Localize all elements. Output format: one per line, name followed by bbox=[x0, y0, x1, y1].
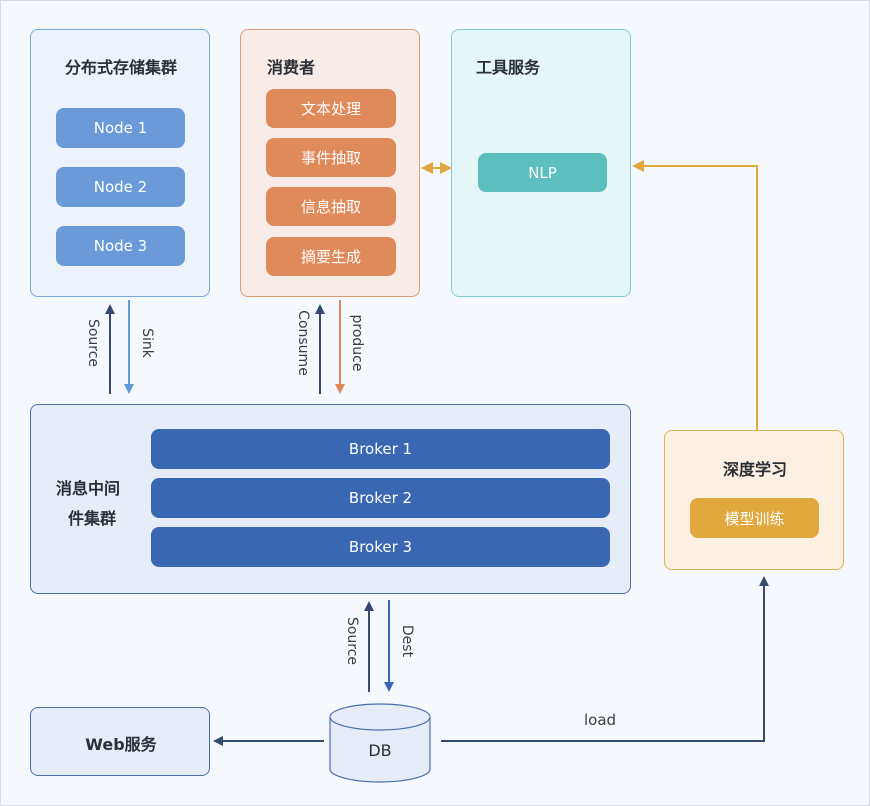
web-service-title: Web服务 bbox=[85, 735, 157, 754]
db-label: DB bbox=[368, 741, 392, 760]
storage-node: Node 1 bbox=[56, 108, 185, 148]
deep-learning-box: 深度学习 模型训练 bbox=[664, 430, 844, 570]
consumer-box: 消费者 文本处理 事件抽取 信息抽取 摘要生成 bbox=[240, 29, 420, 297]
storage-cluster-box: 分布式存储集群 Node 1 Node 2 Node 3 bbox=[30, 29, 210, 297]
dest-label: Dest bbox=[399, 624, 415, 658]
load-label: load bbox=[584, 711, 617, 729]
storage-node: Node 2 bbox=[56, 167, 185, 207]
broker-item: Broker 1 bbox=[151, 429, 610, 469]
db-cylinder bbox=[329, 703, 431, 783]
source-label: Source bbox=[85, 318, 101, 368]
broker-item: Broker 3 bbox=[151, 527, 610, 567]
deep-learning-title: 深度学习 bbox=[722, 460, 787, 479]
db-source-label: Source bbox=[344, 616, 360, 666]
produce-label: produce bbox=[349, 314, 365, 372]
load-arrow bbox=[441, 576, 769, 742]
storage-node: Node 3 bbox=[56, 226, 185, 266]
consumer-task: 摘要生成 bbox=[266, 237, 396, 276]
consumer-task: 事件抽取 bbox=[266, 138, 396, 177]
model-training: 模型训练 bbox=[690, 498, 819, 538]
broker-cluster-title-line1: 消息中间 bbox=[56, 479, 121, 498]
consume-label: Consume bbox=[295, 310, 311, 376]
sink-label: Sink bbox=[139, 328, 155, 358]
consumer-task: 信息抽取 bbox=[266, 187, 396, 226]
broker-cluster-box: 消息中间 件集群 Broker 1 Broker 2 Broker 3 bbox=[30, 404, 631, 594]
broker-cluster-title-line2: 件集群 bbox=[68, 509, 117, 528]
consumer-task: 文本处理 bbox=[266, 89, 396, 128]
storage-cluster-title: 分布式存储集群 bbox=[64, 58, 177, 77]
broker-item: Broker 2 bbox=[151, 478, 610, 518]
tools-title: 工具服务 bbox=[476, 58, 541, 77]
deep-to-nlp-arrow bbox=[632, 160, 758, 430]
consumer-title: 消费者 bbox=[267, 58, 316, 77]
web-service-box: Web服务 bbox=[30, 707, 210, 776]
tools-box: 工具服务 NLP bbox=[451, 29, 631, 297]
nlp-service: NLP bbox=[478, 153, 607, 192]
